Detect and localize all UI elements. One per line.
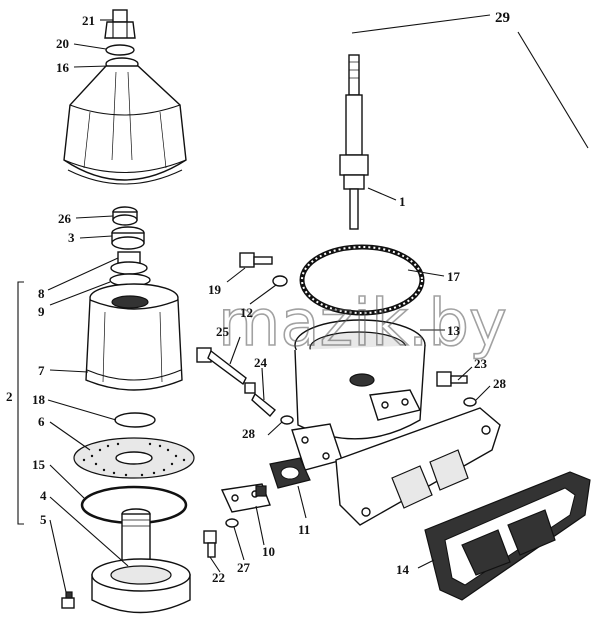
label-20: 20 (56, 36, 69, 51)
label-17: 17 (447, 269, 461, 284)
label-24: 24 (254, 355, 268, 370)
part-28-washer-right (463, 397, 477, 407)
label-29: 29 (495, 10, 510, 26)
leader-lines (47, 19, 491, 593)
part-16-filter-cap (63, 57, 187, 185)
group-2-bracket (17, 281, 24, 525)
part-25-long-bolt (196, 347, 247, 386)
label-3: 3 (68, 230, 75, 245)
part-3-bushing (111, 226, 145, 250)
label-28-left: 28 (242, 426, 256, 441)
watermark: mazik.by (218, 287, 507, 361)
part-4-filter-base (91, 508, 191, 614)
label-16: 16 (56, 60, 70, 75)
label-4: 4 (40, 488, 47, 503)
label-9: 9 (38, 304, 45, 319)
part-19-bolt (239, 252, 273, 268)
label-1: 1 (399, 194, 406, 209)
label-25: 25 (216, 324, 230, 339)
label-6: 6 (38, 414, 45, 429)
part-14-body-gasket (424, 471, 591, 601)
part-labels: 21 20 16 26 3 8 9 2 7 18 6 15 4 5 29 1 1… (6, 10, 510, 585)
part-8-spring-cup (110, 251, 148, 275)
part-1-sensor-rod (339, 54, 369, 230)
label-7: 7 (38, 363, 45, 378)
label-12: 12 (240, 305, 253, 320)
group-29-line-b (517, 31, 589, 149)
label-22: 22 (212, 570, 225, 585)
label-13: 13 (447, 323, 461, 338)
part-10-flange (220, 483, 271, 513)
part-22-bolt (203, 530, 217, 558)
label-18: 18 (32, 392, 46, 407)
part-24-screw (244, 382, 276, 418)
label-28-right: 28 (493, 376, 507, 391)
part-20-washer (105, 44, 135, 56)
part-7-filter-element (85, 283, 183, 391)
part-21-top-bolt (104, 9, 136, 39)
label-8: 8 (38, 286, 45, 301)
part-12-washer (272, 275, 288, 287)
part-18-o-ring (114, 412, 156, 428)
part-17-ring-gasket (299, 244, 425, 316)
group-29-line-a (351, 14, 491, 34)
label-5: 5 (40, 512, 47, 527)
label-2: 2 (6, 389, 13, 404)
label-14: 14 (396, 562, 410, 577)
part-6-perforated-disc (73, 437, 195, 479)
label-15: 15 (32, 457, 46, 472)
label-11: 11 (298, 522, 310, 537)
label-19: 19 (208, 282, 222, 297)
part-27-washer (225, 518, 239, 528)
part-23-bolt (436, 371, 468, 387)
part-28-washer-left (280, 415, 294, 425)
label-26: 26 (58, 211, 72, 226)
label-23: 23 (474, 356, 488, 371)
label-21: 21 (82, 13, 95, 28)
label-10: 10 (262, 544, 275, 559)
part-11-flange-gasket (269, 457, 311, 489)
part-5-drain-plug (61, 591, 75, 609)
part-13-filter-housing (291, 319, 501, 526)
label-27: 27 (237, 560, 251, 575)
part-26-nut (112, 206, 138, 226)
